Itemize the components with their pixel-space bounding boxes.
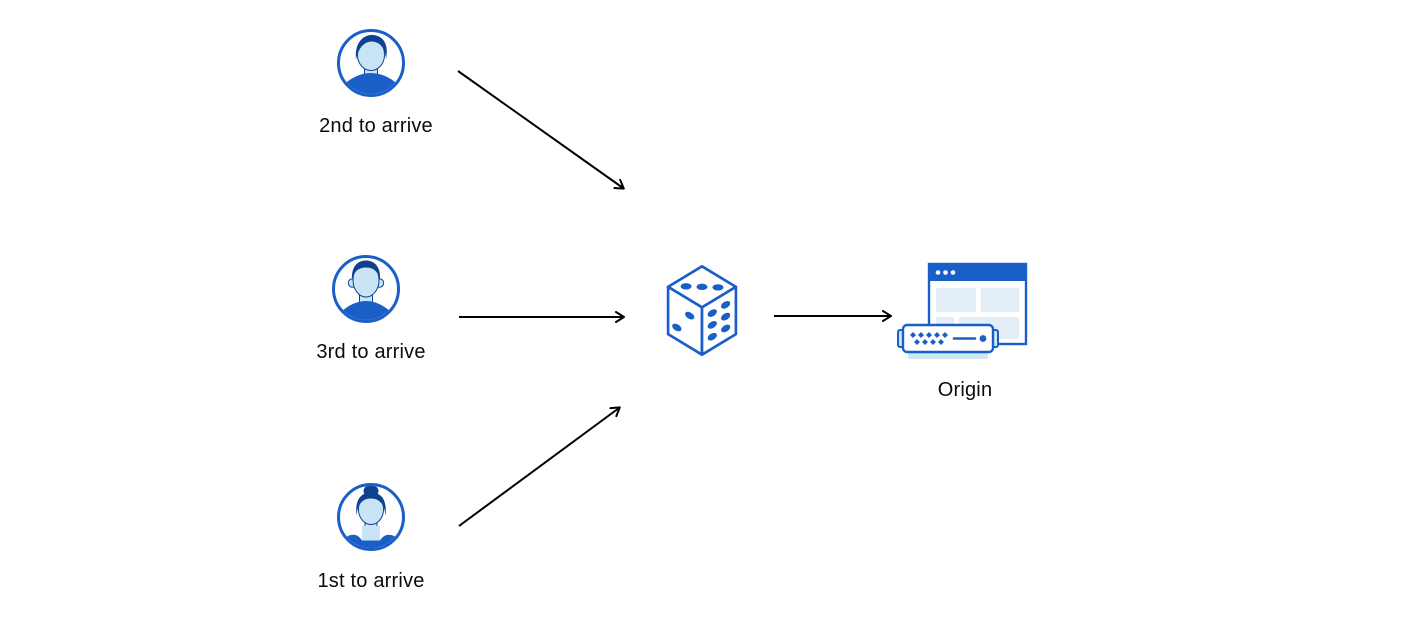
visitor-top-node <box>336 28 406 98</box>
visitor-top-label: 2nd to arrive <box>319 115 433 137</box>
origin-node <box>896 256 1030 366</box>
visitor-middle-label: 3rd to arrive <box>316 341 426 363</box>
male-avatar-swept-hair-icon <box>337 29 405 97</box>
arrow-visitor-top-to-dice <box>457 70 625 190</box>
visitor-bottom-label: 1st to arrive <box>317 570 425 592</box>
arrow-visitor-bottom-to-dice <box>458 406 621 527</box>
origin-label: Origin <box>937 379 993 401</box>
origin-browser-server-icon <box>897 262 1028 359</box>
visitor-bottom-node <box>336 482 406 552</box>
visitor-middle-node <box>331 254 401 324</box>
male-avatar-short-hair-icon <box>332 255 400 323</box>
female-avatar-bun-icon <box>337 483 405 551</box>
randomizer-node <box>665 263 739 358</box>
dice-icon <box>666 264 738 357</box>
server-vent-pattern <box>910 332 948 345</box>
